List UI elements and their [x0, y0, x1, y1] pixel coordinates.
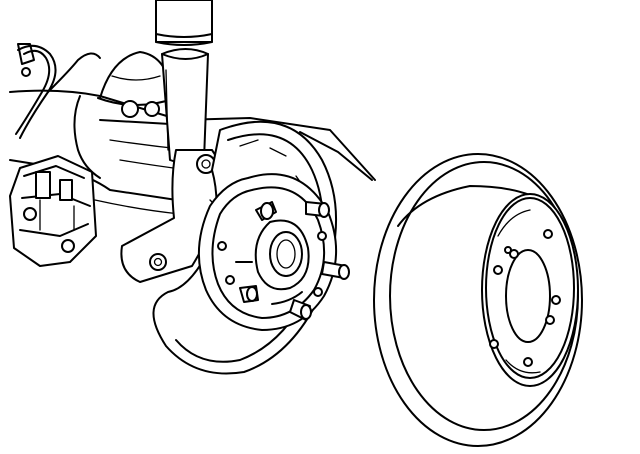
brake-caliper-assembly [9, 155, 97, 267]
rotor-bolt-hole [504, 246, 512, 254]
shock-absorber-strut [155, 0, 213, 164]
wheel-studs [239, 201, 350, 321]
wheel-stud [289, 299, 312, 321]
brake-rotor-disc [373, 153, 583, 447]
rotor-bolt-hole [523, 357, 533, 367]
wheel-stud [321, 261, 350, 280]
wheel-stud [255, 201, 277, 221]
abs-sensor-wire [15, 43, 101, 139]
rotor-bolt-hole [543, 229, 553, 239]
rotor-bolt-hole [545, 315, 555, 325]
rotor-bolt-hole [493, 265, 503, 275]
hub-bolt-holes [217, 231, 327, 297]
rotor-bolt-holes [489, 229, 561, 367]
wheel-hub [197, 173, 337, 331]
rotor-bolt-hole [489, 339, 499, 349]
rotor-bolt-hole [551, 295, 561, 305]
rotor-bolt-hole [509, 249, 519, 259]
wheel-stud [239, 285, 259, 303]
wheel-stud [305, 201, 330, 218]
